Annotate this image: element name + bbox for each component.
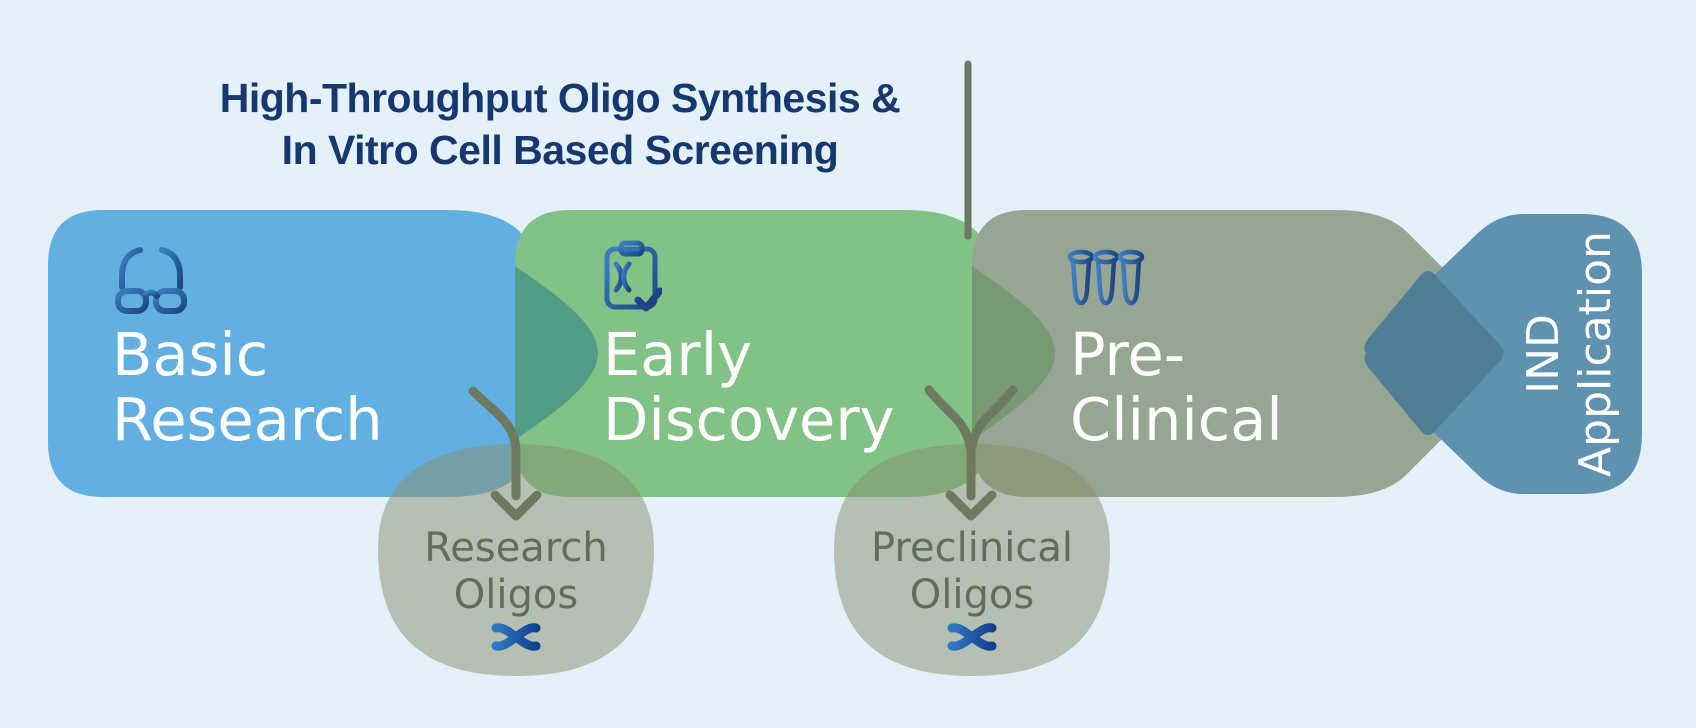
annotation-title-line1: High-Throughput Oligo Synthesis &	[219, 75, 901, 121]
stage-label-line2: Discovery	[603, 385, 895, 454]
annotation-title-line2: In Vitro Cell Based Screening	[281, 127, 839, 173]
stage-label-line2: Research	[112, 385, 383, 454]
output-label-line1: Preclinical	[871, 525, 1073, 571]
overlap-diamond-preclinical-ind	[1364, 271, 1504, 435]
output-label-line2: Oligos	[453, 572, 579, 618]
arrowhead-icon	[490, 490, 542, 521]
stage-basic-research-shape	[48, 210, 600, 497]
dna-x-logo-icon	[491, 623, 541, 651]
overlap-leaf-basic-early	[515, 266, 598, 440]
stage-label-basic-research: Basic Research	[112, 322, 383, 452]
stage-early-discovery-shape	[515, 210, 1057, 497]
arrow-to-preclinical-oligos	[924, 385, 1018, 521]
arrow-branch-right	[967, 385, 1018, 452]
pcr-tubes-icon	[1067, 249, 1145, 306]
output-bubble-research-oligos	[378, 444, 654, 676]
stage-label-line2: Clinical	[1070, 385, 1283, 454]
stage-label-early-discovery: Early Discovery	[603, 322, 895, 452]
output-bubble-preclinical-oligos	[834, 444, 1110, 676]
output-label-preclinical-oligos: Preclinical Oligos	[822, 525, 1122, 619]
arrow-branch-left	[924, 385, 975, 452]
arrow-to-research-oligos	[468, 386, 542, 521]
dna-x-logo-icon	[947, 623, 997, 651]
output-label-line2: Oligos	[909, 572, 1035, 618]
output-label-research-oligos: Research Oligos	[366, 525, 666, 619]
annotation-title: High-Throughput Oligo Synthesis & In Vit…	[160, 72, 960, 176]
stage-label-line2: Application	[1570, 231, 1621, 477]
arrow-shaft	[468, 386, 521, 501]
stage-label-ind-application: IND Application	[1518, 194, 1622, 514]
overlap-leaf-early-preclinical	[972, 266, 1055, 440]
clipboard-check-icon	[604, 240, 662, 312]
stage-label-pre-clinical: Pre- Clinical	[1070, 322, 1283, 452]
stage-label-line1: Pre-	[1070, 320, 1186, 389]
arrowhead-icon	[945, 490, 997, 521]
stage-label-line1: IND	[1518, 314, 1569, 394]
glasses-icon	[115, 247, 187, 314]
stage-label-line1: Early	[603, 320, 752, 389]
stage-label-line1: Basic	[112, 320, 269, 389]
stage-pre-clinical-shape	[972, 210, 1510, 497]
output-label-line1: Research	[424, 525, 608, 571]
